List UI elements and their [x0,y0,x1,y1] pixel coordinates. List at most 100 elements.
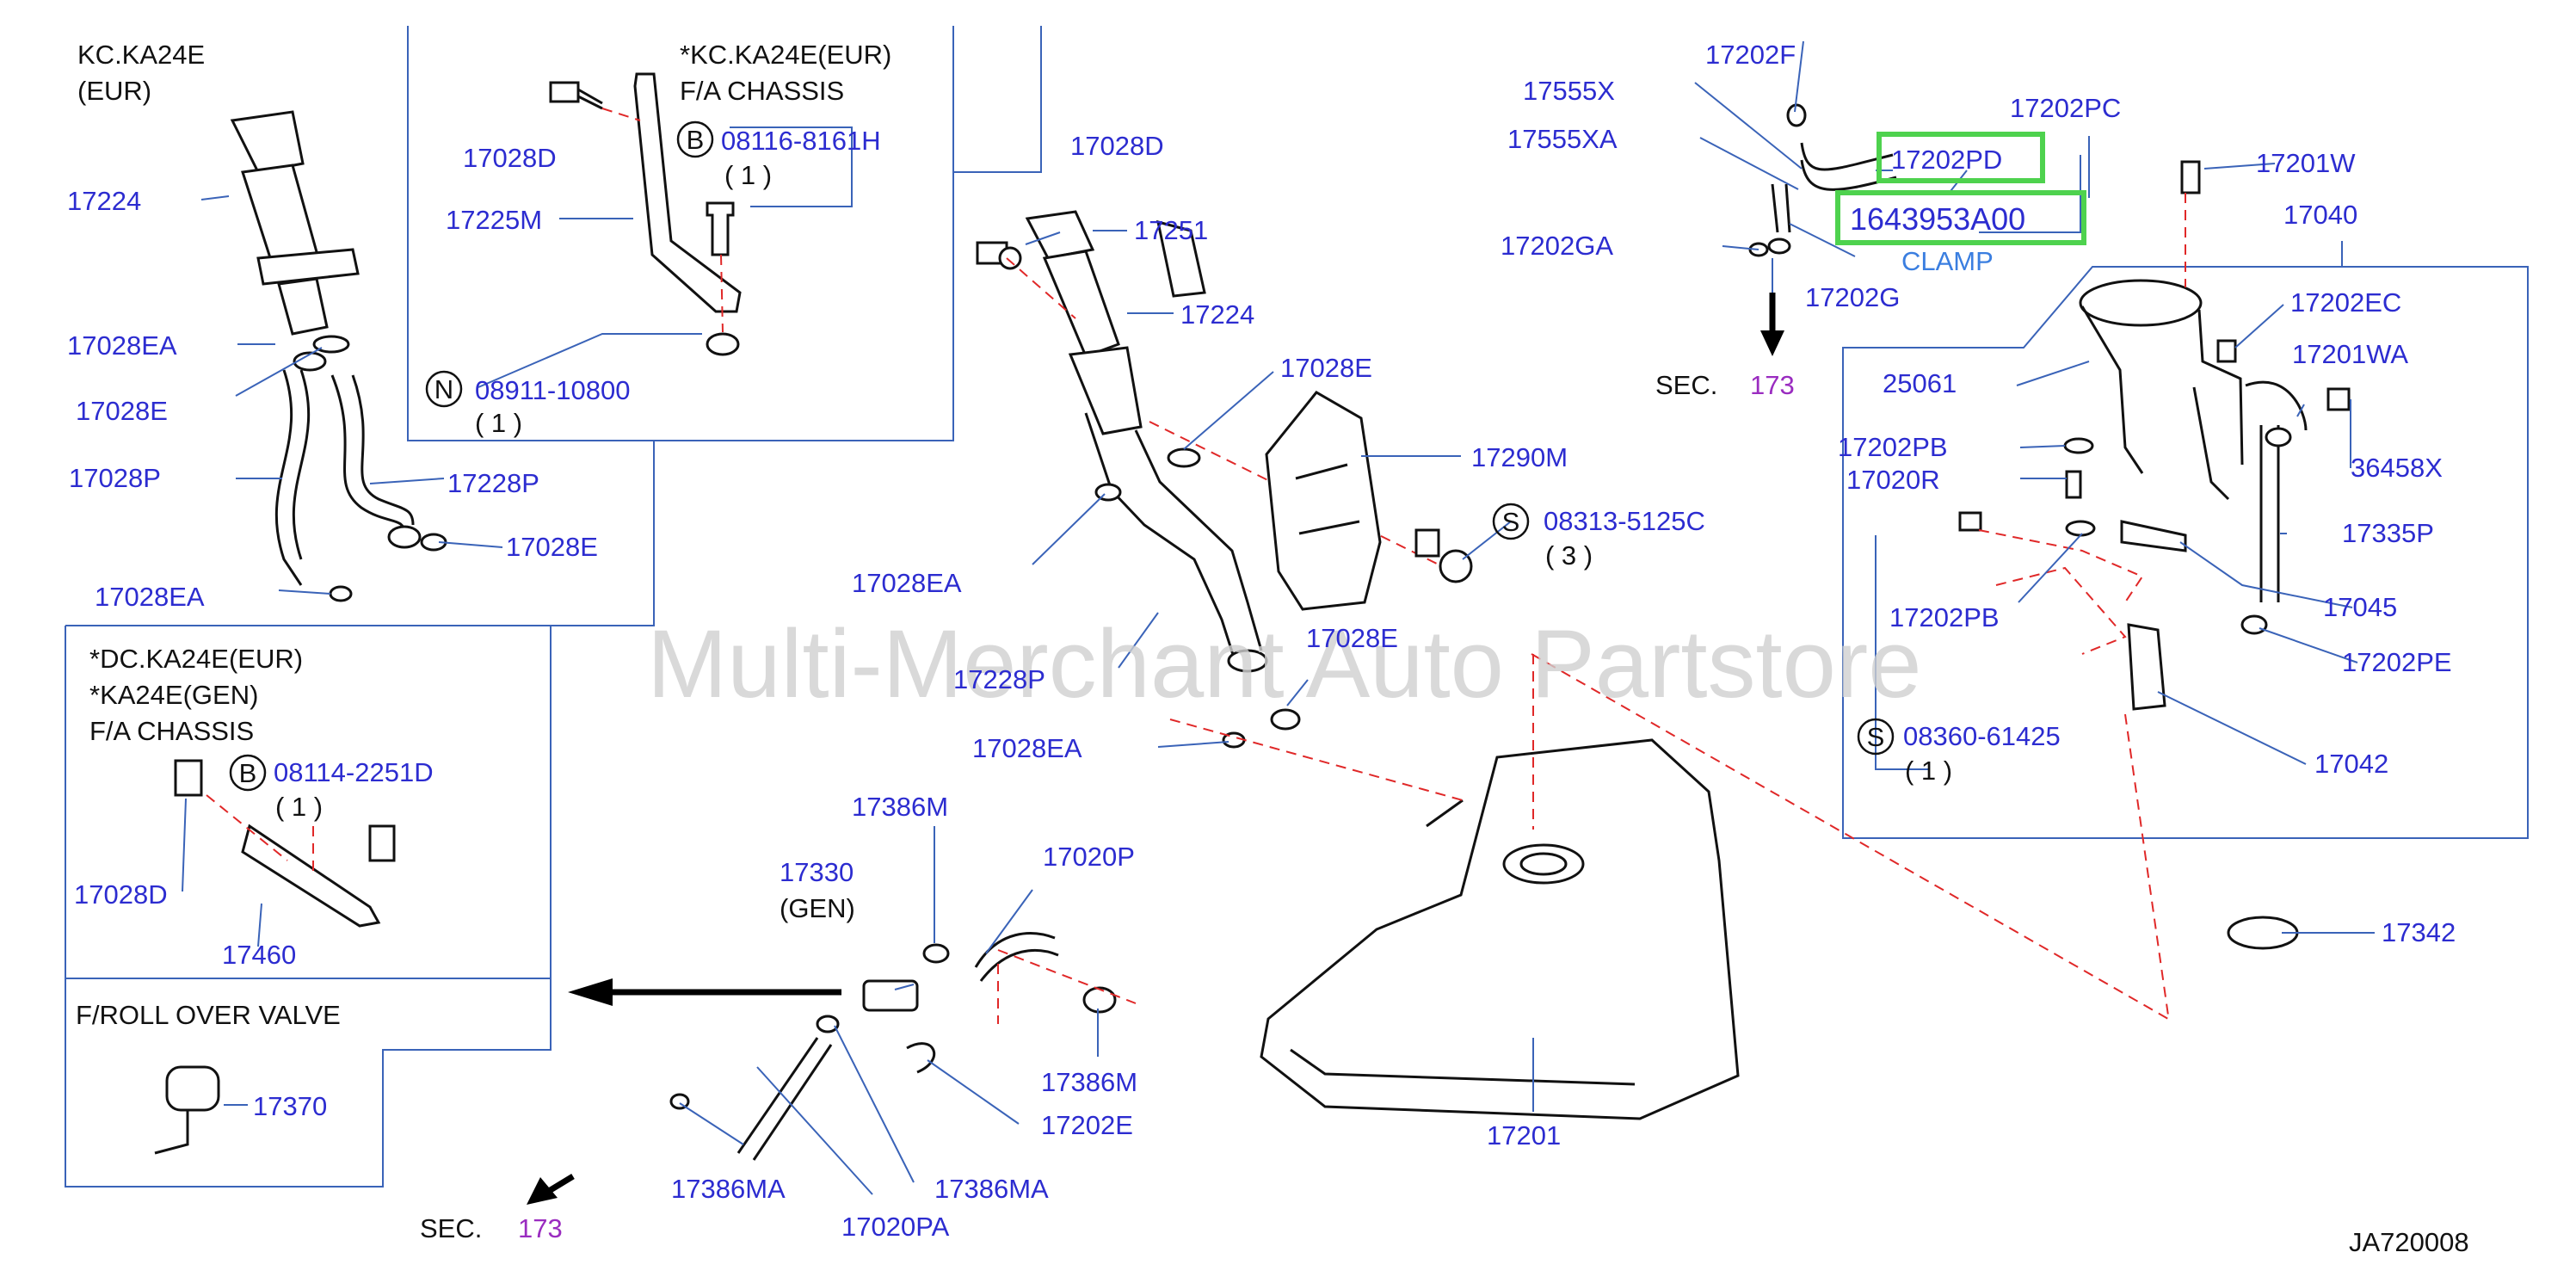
part-label[interactable]: 17028E [1306,623,1398,653]
part-label[interactable]: 17370 [253,1091,327,1121]
part-label[interactable]: 17555X [1523,76,1615,106]
note-kc-chassis-2: F/A CHASSIS [680,76,844,106]
part-label[interactable]: 17028E [76,396,168,426]
part-label[interactable]: 17386MA [934,1174,1049,1204]
highlight-part-number[interactable]: 1643953A00 [1850,201,2025,237]
part-label[interactable]: 17330 [780,857,854,887]
part-label[interactable]: 17028EA [67,330,177,361]
part-label[interactable]: 17228P [953,664,1045,694]
sec-ref-prefix-2: SEC. [420,1213,482,1243]
part-label[interactable]: 08911-10800 [475,375,630,405]
note-rollover: F/ROLL OVER VALVE [76,1000,341,1030]
note-gen: (GEN) [780,893,855,923]
part-label[interactable]: 17028EA [852,568,962,598]
part-label[interactable]: 25061 [1883,368,1957,398]
part-label[interactable]: 17202PB [1889,602,2000,632]
bracket-17225m-drawing [549,72,742,356]
part-label[interactable]: 17290M [1471,442,1568,472]
sec-ref-prefix-1: SEC. [1655,370,1717,400]
sec-ref-number-2[interactable]: 173 [518,1213,563,1243]
filler-neck-left-drawing [230,110,447,602]
part-label[interactable]: 17386M [852,792,948,822]
part-label[interactable]: 17028EA [972,733,1082,763]
qty-label: ( 3 ) [1545,540,1593,571]
part-label[interactable]: 17342 [2382,917,2456,947]
part-label[interactable]: 17028D [1070,131,1164,161]
part-label[interactable]: 17028E [506,532,598,562]
qualifier-b-1: B [687,125,705,155]
part-label[interactable]: 17028D [463,143,557,173]
part-label[interactable]: 17020PA [841,1212,950,1242]
bracket-17460-drawing [154,759,396,1155]
sec-ref-number-1[interactable]: 173 [1750,370,1795,400]
part-label[interactable]: 17042 [2314,749,2388,779]
part-label[interactable]: 17020P [1043,842,1135,872]
highlight-box-17202pd [1877,132,2045,183]
fuel-filter-drawing [669,932,1137,1161]
part-label[interactable]: 17202PE [2342,647,2452,677]
part-label[interactable]: 17028P [69,463,161,493]
qty-label: ( 1 ) [724,160,772,190]
part-label[interactable]: 17202PC [2010,93,2121,123]
part-label[interactable]: 17202E [1041,1110,1133,1140]
note-kc-chassis-1: *KC.KA24E(EUR) [680,40,891,70]
part-label[interactable]: 17224 [1180,299,1254,330]
highlight-ghost-label: CLAMP [1901,246,1994,276]
highlighted-part: 17202PD 1643953A00 CLAMP [1835,132,2086,276]
shield-17290m-drawing [1265,391,1473,611]
part-labels: 17224 17028EA 17028E 17028P 17228P 17028… [67,40,2456,1242]
flow-arrows [527,258,1784,1205]
notes: KC.KA24E (EUR) *KC.KA24E(EUR) F/A CHASSI… [76,40,2469,1257]
qualifier-s-1: S [1502,507,1520,537]
part-label[interactable]: 17028E [1280,353,1372,383]
part-drawings [154,72,2351,1161]
part-label[interactable]: 17202G [1805,282,1900,312]
part-label[interactable]: 17386MA [671,1174,786,1204]
part-label[interactable]: 17201WA [2292,339,2408,369]
qty-label: ( 1 ) [1905,756,1952,786]
note-kc-eur-2: (EUR) [77,76,151,106]
highlight-box-part-number [1835,190,2086,245]
part-label[interactable]: 17202PB [1838,432,1948,462]
qualifier-n: N [434,374,453,404]
part-label[interactable]: 17202F [1705,40,1796,70]
part-label[interactable]: 17224 [67,186,141,216]
highlight-part-label[interactable]: 17202PD [1891,145,2002,175]
qualifier-s-2: S [1867,722,1885,752]
part-label[interactable]: 08313-5125C [1544,506,1705,536]
qty-label: ( 1 ) [275,792,323,822]
part-label[interactable]: 17028EA [95,582,205,612]
part-label[interactable]: 17040 [2283,200,2357,230]
callout-frames [65,26,2529,1188]
filler-neck-center-drawing [976,210,1446,749]
pump-module-drawing [1748,103,2351,1016]
part-label[interactable]: 17201W [2256,148,2356,178]
part-label[interactable]: 17225M [446,205,542,235]
part-label[interactable]: 17202GA [1501,231,1613,261]
part-label[interactable]: 17045 [2323,592,2397,622]
part-label[interactable]: 17251 [1134,215,1208,245]
part-label[interactable]: 17020R [1846,465,1940,495]
leader-lines [182,40,2375,1195]
fuel-tank-drawing [1169,653,2169,1120]
part-label[interactable]: 08114-2251D [274,757,434,787]
note-kc-eur-1: KC.KA24E [77,40,205,70]
watermark: Multi-Merchant Auto Partstore [647,610,1921,718]
part-label[interactable]: 17028D [74,879,168,910]
part-label[interactable]: 17460 [222,940,296,970]
part-label[interactable]: 36458X [2351,453,2443,483]
part-label[interactable]: 17201 [1487,1120,1561,1151]
diagram-code: JA720008 [2349,1227,2469,1257]
part-label[interactable]: 17555XA [1507,124,1618,154]
part-label[interactable]: 08116-8161H [721,126,881,156]
part-label[interactable]: 17335P [2342,518,2434,548]
part-label[interactable]: 08360-61425 [1903,721,2061,751]
part-label[interactable]: 17228P [447,468,539,498]
note-dc-3: F/A CHASSIS [89,716,254,746]
part-label[interactable]: 17202EC [2290,287,2401,318]
note-dc-1: *DC.KA24E(EUR) [89,644,303,674]
section-references: SEC. 173 SEC. 173 [420,370,1795,1243]
qualifier-b-2: B [239,758,257,788]
part-label[interactable]: 17386M [1041,1067,1137,1097]
